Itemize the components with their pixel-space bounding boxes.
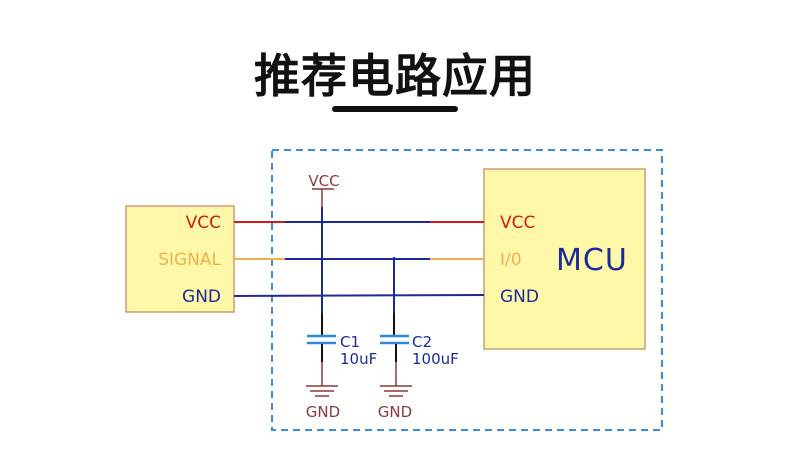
mcu-pin-vcc: VCC: [500, 213, 535, 233]
vcc-source-label: VCC: [308, 172, 339, 190]
mcu-label: MCU: [556, 243, 628, 278]
c1-ref: C1: [340, 333, 360, 351]
mcu-pin-io: I/0: [500, 250, 522, 270]
mcu-box: [483, 168, 646, 350]
left-pin-signal: SIGNAL: [158, 250, 221, 270]
page-title: 推荐电路应用: [254, 49, 536, 103]
left-module-box: [125, 205, 235, 313]
c2-ref: C2: [412, 333, 432, 351]
gnd-wire: [233, 294, 485, 297]
left-pin-vcc: VCC: [186, 213, 221, 233]
c1-value: 10uF: [340, 350, 377, 368]
left-pin-gnd: GND: [182, 287, 221, 307]
title-underline: [332, 106, 458, 112]
dashed-enclosure: [271, 149, 663, 431]
c2-value: 100uF: [412, 350, 459, 368]
c1-gnd-label: GND: [306, 403, 340, 421]
c2-gnd-label: GND: [378, 403, 412, 421]
mcu-pin-gnd: GND: [500, 287, 539, 307]
